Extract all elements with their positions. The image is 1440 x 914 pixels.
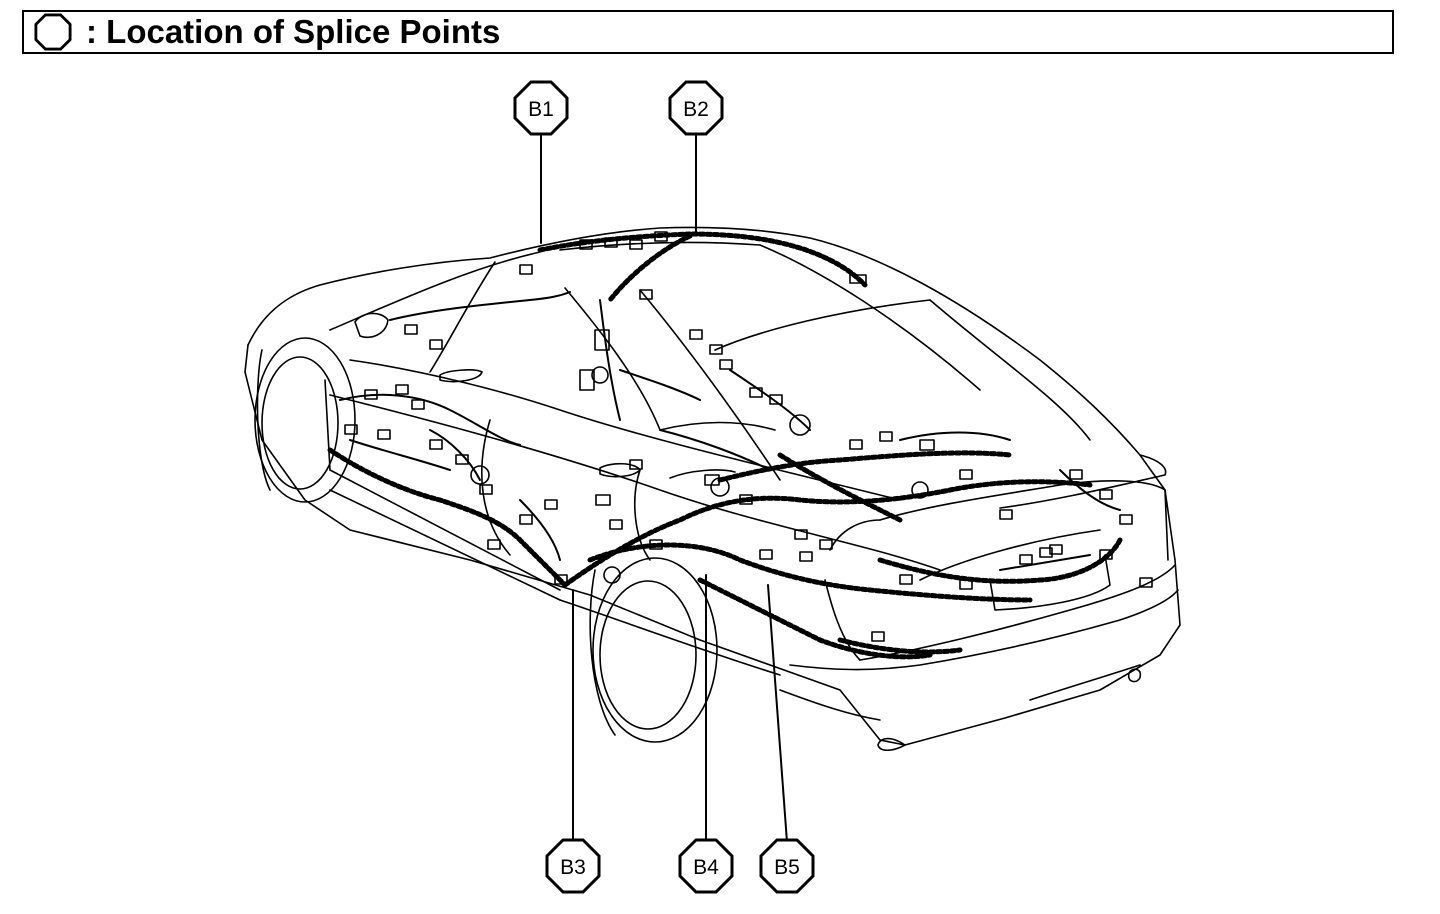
car-body-outline (244, 226, 1181, 752)
callout-label: B4 (693, 856, 719, 879)
callout-label: B2 (683, 98, 709, 121)
trunk-and-rear (824, 480, 1176, 661)
legend-header: : Location of Splice Points (22, 10, 1394, 54)
connector-blocks (344, 231, 1153, 642)
callout-label: B3 (560, 856, 586, 879)
rear-wheel (589, 557, 718, 743)
callout-b1: B1 (513, 80, 569, 136)
callout-b3: B3 (545, 838, 601, 894)
page-title: : Location of Splice Points (86, 13, 501, 50)
callout-b4: B4 (678, 838, 734, 894)
callout-label: B1 (528, 98, 554, 121)
callout-b5: B5 (759, 838, 815, 894)
callout-label: B5 (774, 856, 800, 879)
wiring-harness (327, 231, 1123, 660)
front-wheel (254, 337, 356, 503)
leader-lines (540, 132, 788, 843)
callout-b2: B2 (668, 80, 724, 136)
octagon-icon (34, 13, 72, 51)
thin-wiring (339, 291, 1121, 571)
